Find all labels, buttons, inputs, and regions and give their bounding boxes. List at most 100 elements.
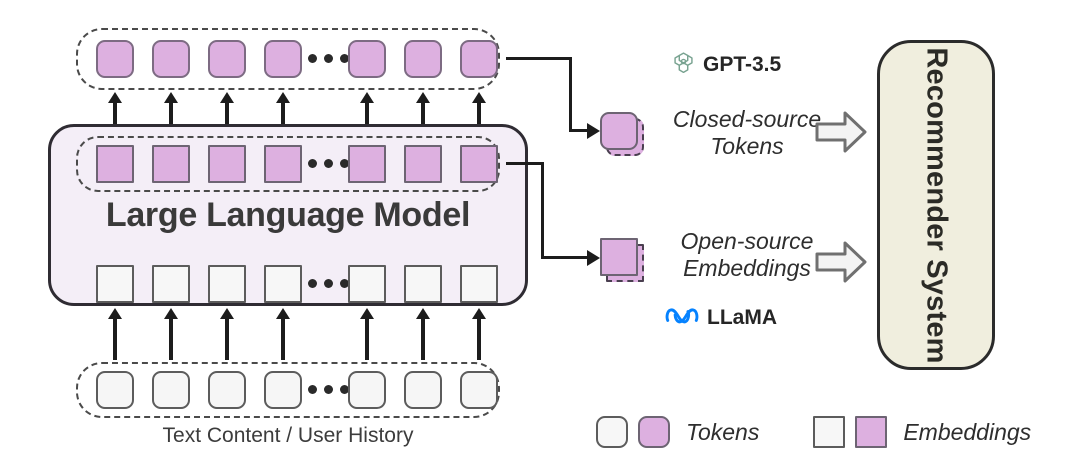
arrow-head [220, 308, 234, 319]
arrows-up-top-4 [276, 92, 290, 124]
closed-source-label: Closed-source Tokens [652, 106, 842, 160]
output-token-5 [348, 40, 386, 78]
legend-item-embeddings: Embeddings [813, 416, 1031, 448]
arrows-up-top-3 [220, 92, 234, 124]
recommender-system-box [877, 40, 995, 370]
connector-closed-source-h1 [506, 57, 572, 60]
legend: Tokens Embeddings [596, 412, 1031, 452]
openai-logo-icon [672, 50, 695, 79]
connector-closed-source-arrowhead [587, 123, 600, 139]
hidden-embedding-2 [152, 145, 190, 183]
arrow-stem [113, 316, 117, 360]
arrow-stem [281, 100, 285, 124]
arrow-stem [365, 316, 369, 360]
arrow-stem [477, 100, 481, 124]
inner-embedding-3 [208, 265, 246, 303]
input-caption: Text Content / User History [162, 424, 414, 447]
arrow-stem [365, 100, 369, 124]
open-source-embedding-icon [600, 238, 646, 284]
arrow-stem [477, 316, 481, 360]
input-token-6 [404, 371, 442, 409]
inner-embedding-4 [264, 265, 302, 303]
closed-source-to-recommender-arrow [815, 110, 867, 154]
inner-embedding-2 [152, 265, 190, 303]
legend-swatch-embedding-purple [855, 416, 888, 448]
closed-source-token-icon-front [600, 112, 638, 150]
input-token-7 [460, 371, 498, 409]
output-token-2 [152, 40, 190, 78]
arrows-up-bottom-2 [164, 308, 178, 360]
connector-closed-source-h2 [569, 129, 589, 132]
inner-embedding-6 [404, 265, 442, 303]
arrow-head [164, 308, 178, 319]
connector-open-source-h2 [541, 256, 589, 259]
input-token-2 [152, 371, 190, 409]
closed-source-label-line1: Closed-source [672, 106, 822, 132]
meta-logo-icon [665, 304, 699, 332]
arrows-up-top-1 [108, 92, 122, 124]
output-token-7 [460, 40, 498, 78]
input-token-1 [96, 371, 134, 409]
recommender-system-label: Recommender System [920, 46, 953, 364]
inner-embedding-7 [460, 265, 498, 303]
gpt-brand-label: GPT-3.5 [703, 52, 782, 76]
legend-item-tokens: Tokens [596, 416, 759, 448]
hidden-embedding-6 [404, 145, 442, 183]
output-token-4 [264, 40, 302, 78]
input-token-3 [208, 371, 246, 409]
input-token-5 [348, 371, 386, 409]
inner-embedding-1 [96, 265, 134, 303]
connector-open-source-v [541, 162, 544, 258]
arrow-stem [225, 100, 229, 124]
arrow-head [360, 92, 374, 103]
arrows-up-bottom-5 [360, 308, 374, 360]
llama-brand-label: LLaMA [707, 306, 777, 329]
legend-swatch-token-purple [638, 416, 670, 448]
arrow-head [416, 308, 430, 319]
connector-open-source-arrowhead [587, 250, 600, 266]
hidden-embedding-3 [208, 145, 246, 183]
arrow-head [164, 92, 178, 103]
inner-embedding-5 [348, 265, 386, 303]
arrows-up-top-7 [472, 92, 486, 124]
arrows-up-top-5 [360, 92, 374, 124]
arrow-head [108, 92, 122, 103]
output-token-3 [208, 40, 246, 78]
llm-title: Large Language Model [105, 196, 471, 234]
arrows-up-bottom-6 [416, 308, 430, 360]
hidden-embedding-4 [264, 145, 302, 183]
arrow-stem [281, 316, 285, 360]
ellipsis-inner-embeddings [308, 279, 349, 288]
arrow-stem [225, 316, 229, 360]
arrows-up-bottom-1 [108, 308, 122, 360]
arrows-up-top-2 [164, 92, 178, 124]
connector-open-source-h1 [506, 162, 544, 165]
output-token-6 [404, 40, 442, 78]
closed-source-token-icon [600, 112, 646, 158]
arrows-up-bottom-7 [472, 308, 486, 360]
hidden-embedding-1 [96, 145, 134, 183]
open-source-label-line2: Embeddings [683, 255, 811, 282]
arrow-head [416, 92, 430, 103]
legend-swatch-token-white [596, 416, 628, 448]
arrow-head [108, 308, 122, 319]
llama-brand: LLaMA [665, 304, 777, 332]
arrow-head [360, 308, 374, 319]
gpt-brand: GPT-3.5 [672, 50, 781, 79]
arrow-head [472, 308, 486, 319]
ellipsis-input-tokens [308, 385, 349, 394]
open-source-label-line1: Open-source [680, 228, 814, 254]
ellipsis-output-tokens [308, 54, 349, 63]
arrows-up-bottom-4 [276, 308, 290, 360]
open-source-embedding-icon-front [600, 238, 638, 276]
connector-closed-source-v [569, 57, 572, 131]
arrow-stem [113, 100, 117, 124]
legend-label-embeddings: Embeddings [903, 418, 1032, 445]
legend-swatch-embedding-white [813, 416, 846, 448]
input-tokens-group [76, 362, 500, 418]
closed-source-label-line2: Tokens [710, 133, 784, 160]
hidden-embedding-7 [460, 145, 498, 183]
arrow-stem [169, 100, 173, 124]
input-token-4 [264, 371, 302, 409]
